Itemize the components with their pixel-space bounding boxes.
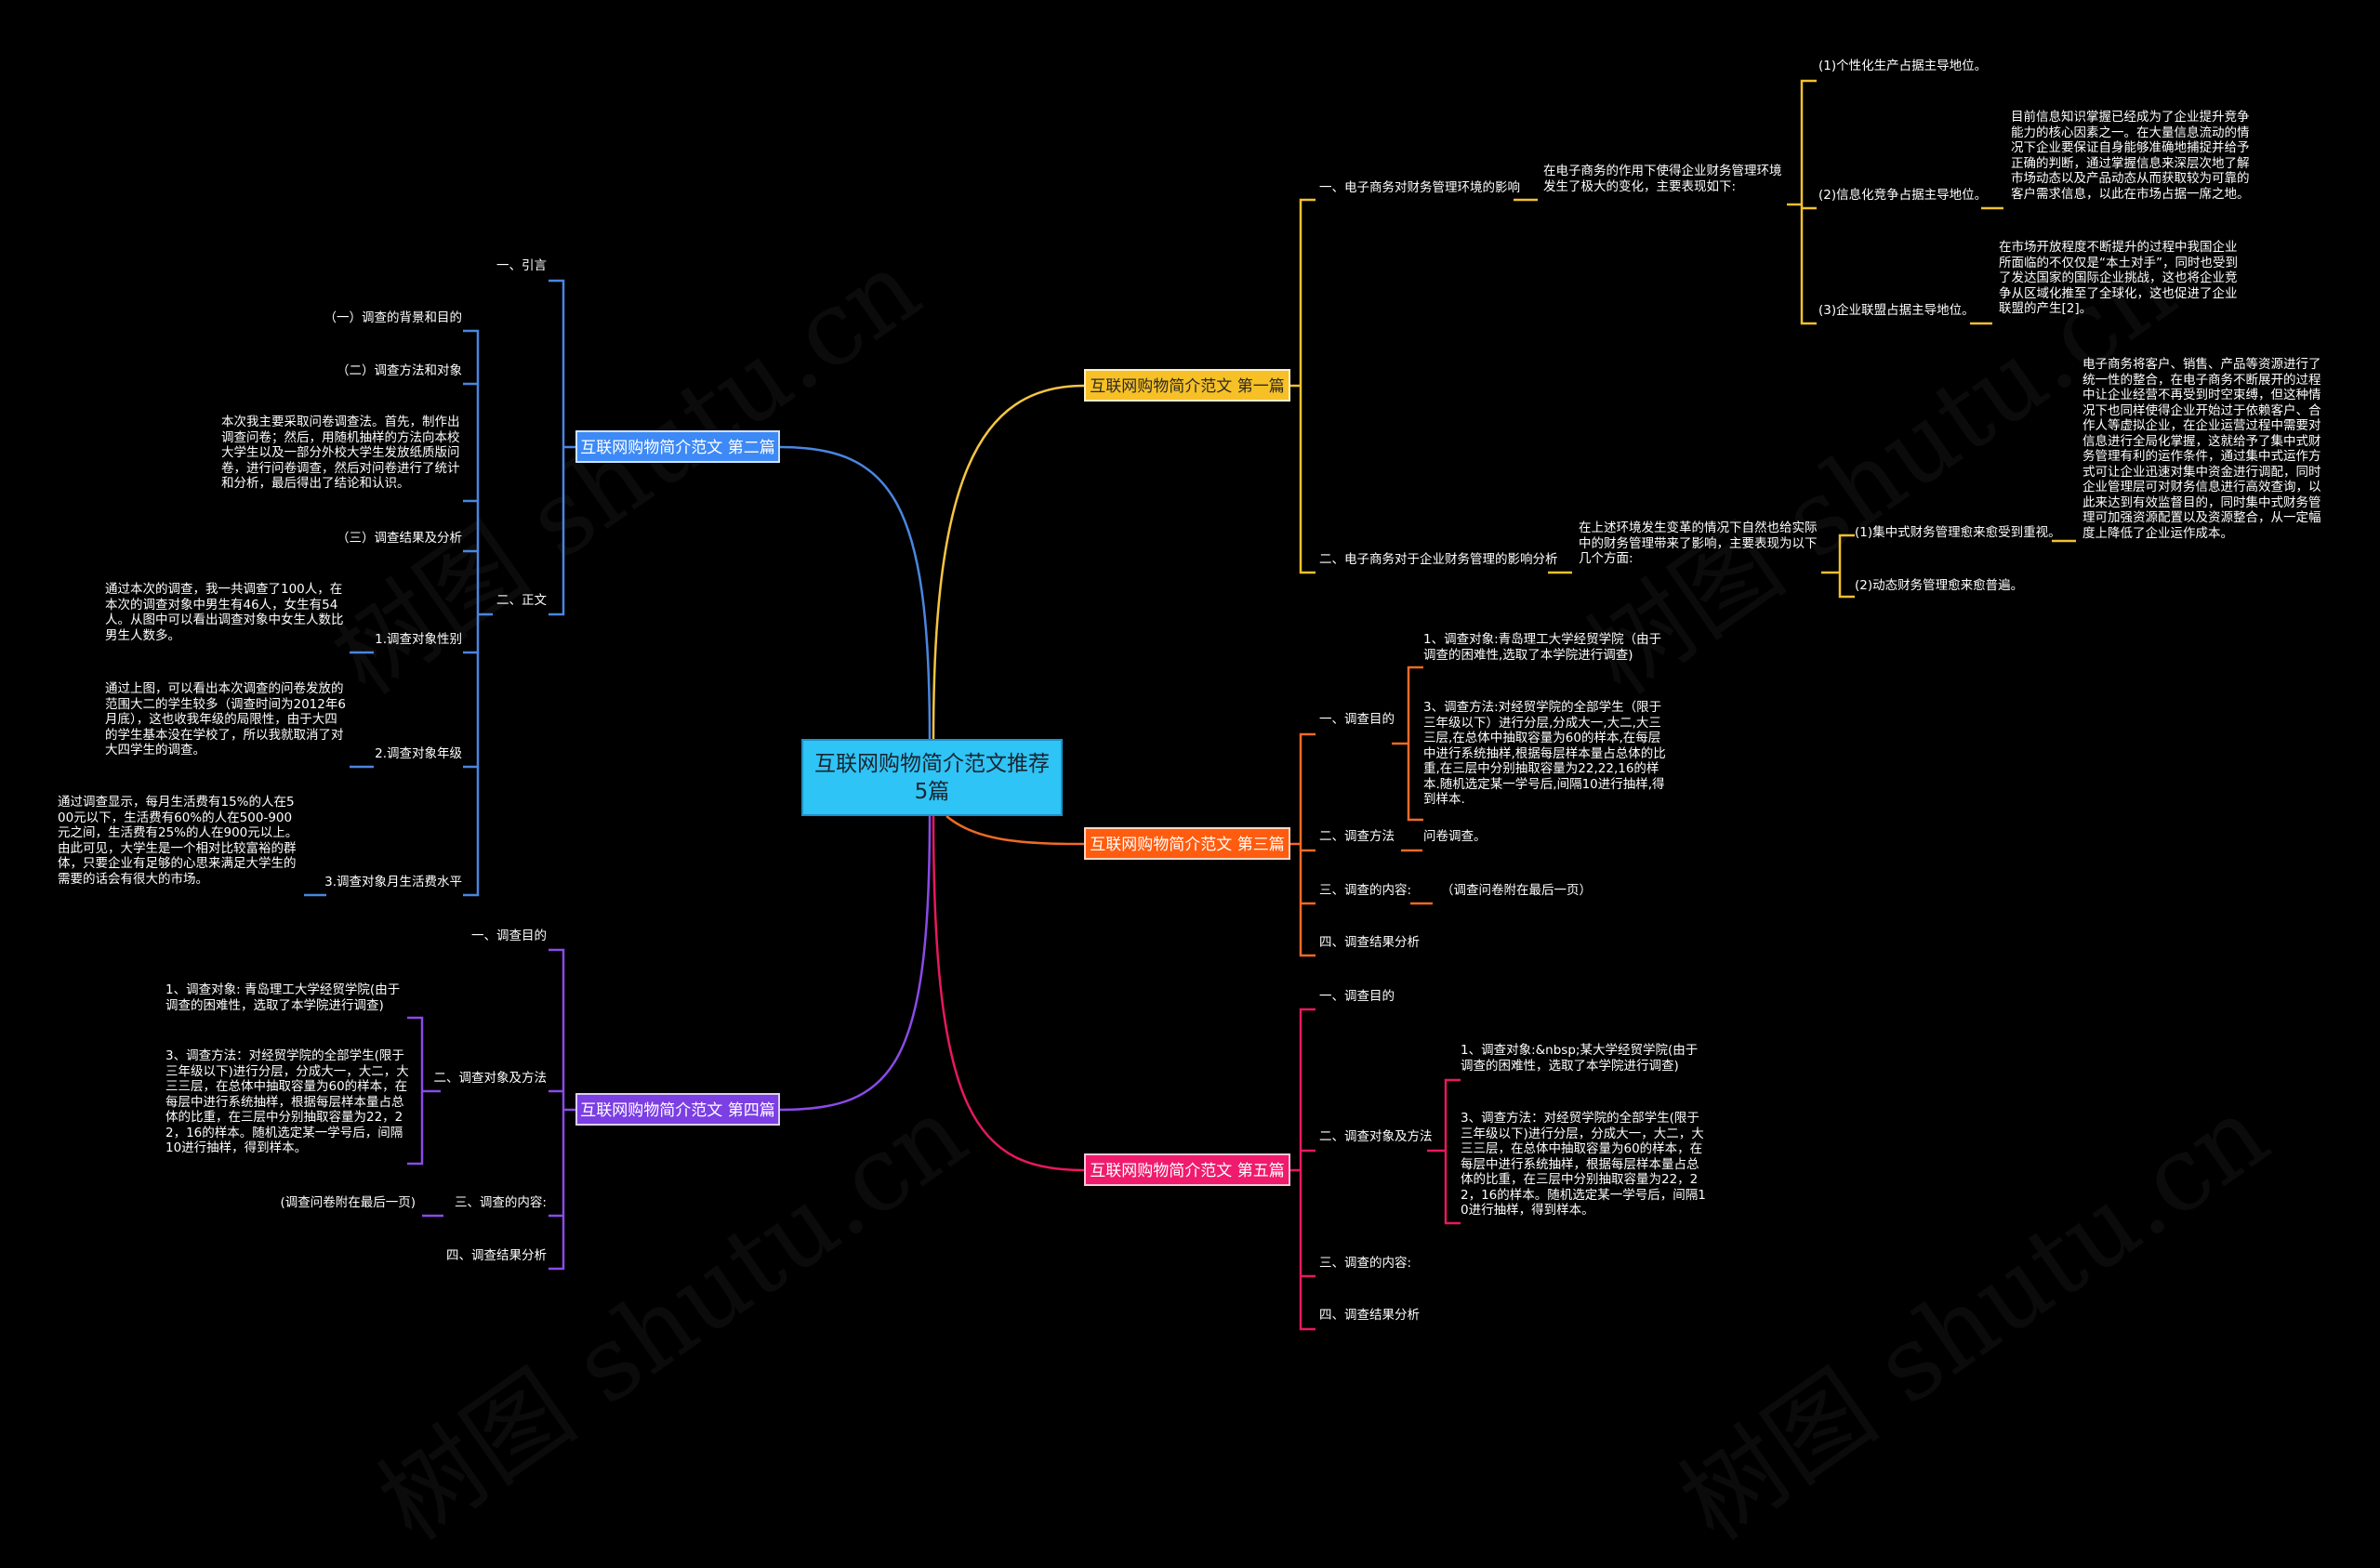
topic-node[interactable]: (2)动态财务管理愈来愈普遍。 bbox=[1855, 578, 2024, 593]
topic-node[interactable]: 1、调查对象:青岛理工大学经贸学院（由于调查的困难性,选取了本学院进行调查) bbox=[1423, 632, 1662, 663]
branch-article-1[interactable]: 互联网购物简介范文 第一篇 bbox=[1084, 369, 1290, 402]
topic-node[interactable]: 一、电子商务对财务管理环境的影响 bbox=[1319, 180, 1520, 195]
topic-node[interactable]: 在电子商务的作用下使得企业财务管理环境发生了极大的变化，主要表现如下: bbox=[1543, 164, 1782, 194]
topic-node[interactable]: 二、调查对象及方法 bbox=[1319, 1129, 1433, 1144]
topic-node[interactable]: （调查问卷附在最后一页） bbox=[1441, 883, 1592, 898]
topic-node[interactable]: 三、调查的内容: bbox=[1319, 883, 1412, 898]
topic-node[interactable]: （一）调查的背景和目的 bbox=[324, 310, 463, 325]
b1-brackets bbox=[1290, 79, 2076, 599]
topic-node[interactable]: 1、调查对象: 青岛理工大学经贸学院(由于调查的困难性，选取了本学院进行调查) bbox=[165, 982, 401, 1013]
topic-node[interactable]: （三）调查结果及分析 bbox=[337, 531, 462, 546]
topic-node[interactable]: (3)企业联盟占据主导地位。 bbox=[1818, 303, 1975, 318]
curve-b5 bbox=[932, 815, 1085, 1172]
topic-node[interactable]: 在市场开放程度不断提升的过程中我国企业所面临的不仅仅是“本土对手”，同时也受到了… bbox=[1999, 240, 2238, 316]
topic-node[interactable]: 本次我主要采取问卷调查法。首先，制作出调查问卷；然后，用随机抽样的方法向本校大学… bbox=[221, 415, 460, 491]
topic-node[interactable]: 问卷调查。 bbox=[1423, 829, 1487, 844]
topic-node[interactable]: 3、调查方法：对经贸学院的全部学生(限于三年级以下)进行分层，分成大一，大二，大… bbox=[165, 1048, 409, 1155]
topic-node[interactable]: 通过本次的调查，我一共调查了100人，在本次的调查对象中男生有46人，女生有54… bbox=[105, 582, 344, 643]
topic-node[interactable]: 2.调查对象年级 bbox=[375, 746, 462, 761]
topic-node[interactable]: 二、调查对象及方法 bbox=[433, 1071, 548, 1086]
topic-node[interactable]: 电子商务将客户、销售、产品等资源进行了统一性的整合，在电子商务不断展开的过程中让… bbox=[2082, 357, 2321, 541]
topic-node[interactable]: 三、调查的内容: bbox=[1319, 1256, 1412, 1271]
branch-article-4[interactable]: 互联网购物简介范文 第四篇 bbox=[575, 1093, 780, 1126]
topic-node[interactable]: (1)集中式财务管理愈来愈受到重视。 bbox=[1855, 525, 2061, 540]
curve-b3 bbox=[945, 815, 1085, 846]
topic-node[interactable]: 3.调查对象月生活费水平 bbox=[324, 875, 462, 889]
topic-node[interactable]: 在上述环境发生变革的情况下自然也给实际中的财务管理带来了影响，主要表现为以下几个… bbox=[1579, 520, 1818, 566]
b3-brackets bbox=[1290, 665, 1433, 957]
topic-node[interactable]: （二）调查方法和对象 bbox=[337, 363, 462, 378]
topic-node[interactable]: 四、调查结果分析 bbox=[446, 1248, 547, 1263]
topic-node[interactable]: 3、调查方法:对经贸学院的全部学生（限于三年级以下）进行分层,分成大一,大二,大… bbox=[1423, 700, 1666, 807]
root-topic[interactable]: 互联网购物简介范文推荐5篇 bbox=[801, 739, 1063, 816]
topic-node[interactable]: 通过上图，可以看出本次调查的问卷发放的范围大二的学生较多（调查时间为2012年6… bbox=[105, 681, 346, 758]
b5-brackets bbox=[1290, 1008, 1461, 1331]
curve-b4 bbox=[779, 815, 932, 1112]
topic-node[interactable]: 二、正文 bbox=[496, 593, 547, 608]
topic-node[interactable]: 一、调查目的 bbox=[471, 929, 547, 943]
topic-node[interactable]: 一、引言 bbox=[496, 258, 547, 273]
b4-brackets bbox=[407, 948, 575, 1271]
branch-article-2[interactable]: 互联网购物简介范文 第二篇 bbox=[575, 430, 780, 463]
topic-node[interactable]: 一、调查目的 bbox=[1319, 712, 1395, 727]
topic-node[interactable]: (1)个性化生产占据主导地位。 bbox=[1818, 59, 1988, 73]
topic-node[interactable]: 一、调查目的 bbox=[1319, 989, 1395, 1004]
topic-node[interactable]: 目前信息知识掌握已经成为了企业提升竞争能力的核心因素之一。在大量信息流动的情况下… bbox=[2011, 110, 2250, 202]
connector-lines bbox=[304, 79, 2076, 1331]
branch-article-3[interactable]: 互联网购物简介范文 第三篇 bbox=[1084, 827, 1290, 860]
topic-node[interactable]: 二、调查方法 bbox=[1319, 829, 1395, 844]
topic-node[interactable]: 二、电子商务对于企业财务管理的影响分析 bbox=[1319, 552, 1558, 567]
topic-node[interactable]: (2)信息化竞争占据主导地位。 bbox=[1818, 188, 1988, 203]
topic-node[interactable]: 1、调查对象:&nbsp;某大学经贸学院(由于调查的困难性，选取了本学院进行调查… bbox=[1461, 1043, 1699, 1074]
curve-b2 bbox=[779, 445, 932, 740]
b2-brackets bbox=[304, 279, 575, 897]
topic-node[interactable]: 三、调查的内容: bbox=[454, 1195, 547, 1210]
branch-article-5[interactable]: 互联网购物简介范文 第五篇 bbox=[1084, 1153, 1290, 1186]
topic-node[interactable]: 1.调查对象性别 bbox=[375, 632, 462, 647]
curve-b1 bbox=[932, 384, 1085, 740]
topic-node[interactable]: 四、调查结果分析 bbox=[1319, 935, 1420, 950]
topic-node[interactable]: 3、调查方法：对经贸学院的全部学生(限于三年级以下)进行分层，分成大一，大二，大… bbox=[1461, 1111, 1706, 1218]
topic-node[interactable]: (调查问卷附在最后一页) bbox=[280, 1195, 416, 1210]
topic-node[interactable]: 四、调查结果分析 bbox=[1319, 1308, 1420, 1323]
topic-node[interactable]: 通过调查显示，每月生活费有15%的人在500元以下，生活费有60%的人在500-… bbox=[58, 795, 298, 887]
